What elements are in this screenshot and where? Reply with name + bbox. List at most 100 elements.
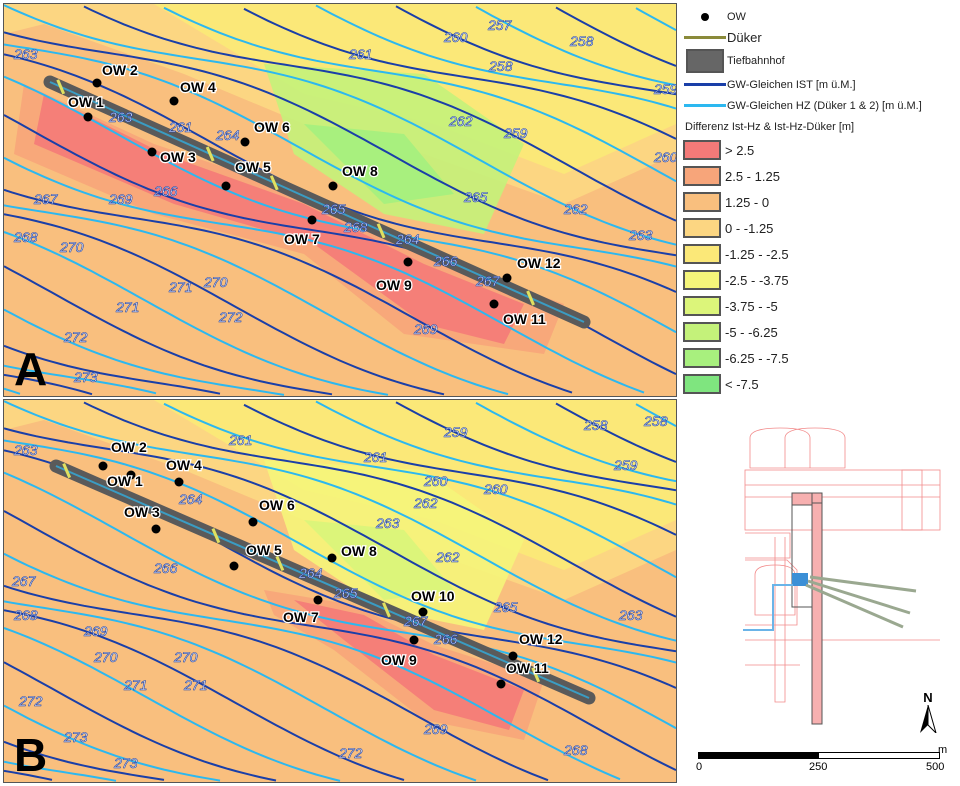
dueker-marker: [382, 602, 391, 618]
dueker-marker: [269, 175, 279, 191]
ow-well-label: OW 12: [519, 631, 563, 647]
ow-well-marker: [307, 215, 317, 225]
ow-well-marker: [313, 595, 323, 605]
gw-ist-contour: [243, 403, 676, 536]
legend-class-label: -3.75 - -5: [725, 298, 778, 314]
ow-well-marker: [328, 181, 338, 191]
contour-label: 272: [63, 329, 88, 345]
ow-well-marker: [126, 470, 136, 480]
gw-hz-contour: [4, 43, 676, 268]
ow-well-label: OW 6: [254, 119, 290, 135]
gw-ist-contour: [395, 5, 676, 96]
contour-label: 261: [228, 432, 252, 448]
ow-well-label: OW 9: [376, 277, 412, 293]
gw-ist-contour: [4, 661, 277, 782]
gw-ist-contour: [4, 31, 676, 257]
gw-hz-contour: [4, 471, 676, 730]
ow-well-label: OW 8: [342, 163, 378, 179]
contour-label: 267: [33, 191, 59, 207]
gw-hz-contour: [4, 600, 477, 782]
ow-well-label: OW 4: [180, 79, 216, 95]
contour-label: 259: [653, 81, 676, 97]
legend-gw-ist: GW-Gleichen IST [m ü.M.]: [683, 74, 958, 95]
ow-well-marker: [502, 273, 512, 283]
contour-label: 264: [298, 565, 323, 581]
gw-hz-contour: [4, 156, 645, 394]
contour-label: 273: [113, 755, 138, 771]
color-swatch: [683, 374, 721, 394]
legend-class-label: -6.25 - -7.5: [725, 350, 789, 366]
legend-gw-hz: GW-Gleichen HZ (Düker 1 & 2) [m ü.M.]: [683, 95, 958, 116]
ow-well-marker: [496, 679, 506, 689]
contour-label: 272: [18, 693, 43, 709]
color-swatch: [683, 166, 721, 186]
gw-ist-contour: [4, 769, 53, 781]
ow-well-label: OW 11: [503, 311, 546, 327]
legend-class: 2.5 - 1.25: [683, 163, 958, 189]
gw-hz-contour: [4, 400, 676, 642]
ow-well-label: OW 4: [166, 457, 202, 473]
contour-label: 263: [628, 227, 653, 243]
ow-well-marker: [147, 147, 157, 157]
contour-label: 272: [338, 745, 363, 761]
dueker-marker: [211, 528, 221, 544]
legend-tiefbahnhof: Tiefbahnhof: [683, 48, 958, 74]
contour-label: 269: [83, 623, 108, 639]
gw-ist-contour: [4, 510, 676, 771]
legend: OW Düker Tiefbahnhof GW-Gleichen IST [m …: [683, 6, 958, 397]
ow-well-marker: [508, 651, 518, 661]
contour-label: 268: [563, 742, 588, 758]
contour-label: 262: [413, 495, 438, 511]
ow-well-label: OW 1: [107, 473, 143, 489]
ow-well-label: OW 3: [124, 504, 160, 520]
color-swatch: [683, 270, 721, 290]
gw-ist-contour: [555, 6, 676, 67]
contour-label: 260: [483, 481, 508, 497]
color-swatch: [683, 140, 721, 160]
contour-label: 265: [493, 599, 518, 615]
gw-hz-contour: [163, 6, 676, 183]
ow-well-label: OW 7: [283, 609, 319, 625]
contour-label: 257: [487, 17, 513, 33]
ow-well-marker: [403, 257, 413, 267]
ow-well-label: OW 10: [411, 588, 455, 604]
dot-icon: [701, 12, 709, 21]
contour-label: 263: [13, 46, 38, 62]
legend-class: 1.25 - 0: [683, 189, 958, 215]
scale-tick: 0: [696, 761, 703, 773]
legend-class: -2.5 - -3.75: [683, 267, 958, 293]
contour-label: 269: [423, 721, 448, 737]
legend-class-label: -1.25 - -2.5: [725, 246, 789, 262]
ow-well-marker: [169, 96, 179, 106]
dueker-marker: [531, 667, 541, 683]
gw-hz-contour: [4, 760, 117, 782]
gw-hz-contour: [4, 364, 157, 395]
ow-well-marker: [98, 461, 108, 471]
legend-class-label: < -7.5: [725, 376, 759, 392]
ow-well-label: OW 9: [381, 652, 417, 668]
gw-hz-contour: [635, 7, 676, 31]
color-swatch: [683, 192, 721, 212]
panel-label-a: A: [14, 343, 48, 395]
line-icon: [684, 36, 726, 39]
contour-label: 258: [569, 33, 594, 49]
gw-ist-contour: [4, 265, 333, 396]
panel-label-b: B: [14, 729, 48, 781]
contour-label: 259: [443, 424, 468, 440]
contour-label: 263: [375, 515, 400, 531]
dueker-marker: [275, 555, 285, 572]
contour-label: 270: [203, 274, 228, 290]
gw-ist-contour: [4, 427, 676, 653]
dueker-marker: [62, 463, 72, 479]
legend-class: -1.25 - -2.5: [683, 241, 958, 267]
ow-well-label: OW 2: [111, 439, 147, 455]
dueker-marker: [526, 290, 535, 306]
ow-well-marker: [409, 635, 419, 645]
legend-class-label: 2.5 - 1.25: [725, 168, 780, 184]
contour-label: 271: [183, 677, 207, 693]
gw-ist-contour: [4, 188, 573, 394]
gw-ist-contour: [555, 402, 676, 463]
